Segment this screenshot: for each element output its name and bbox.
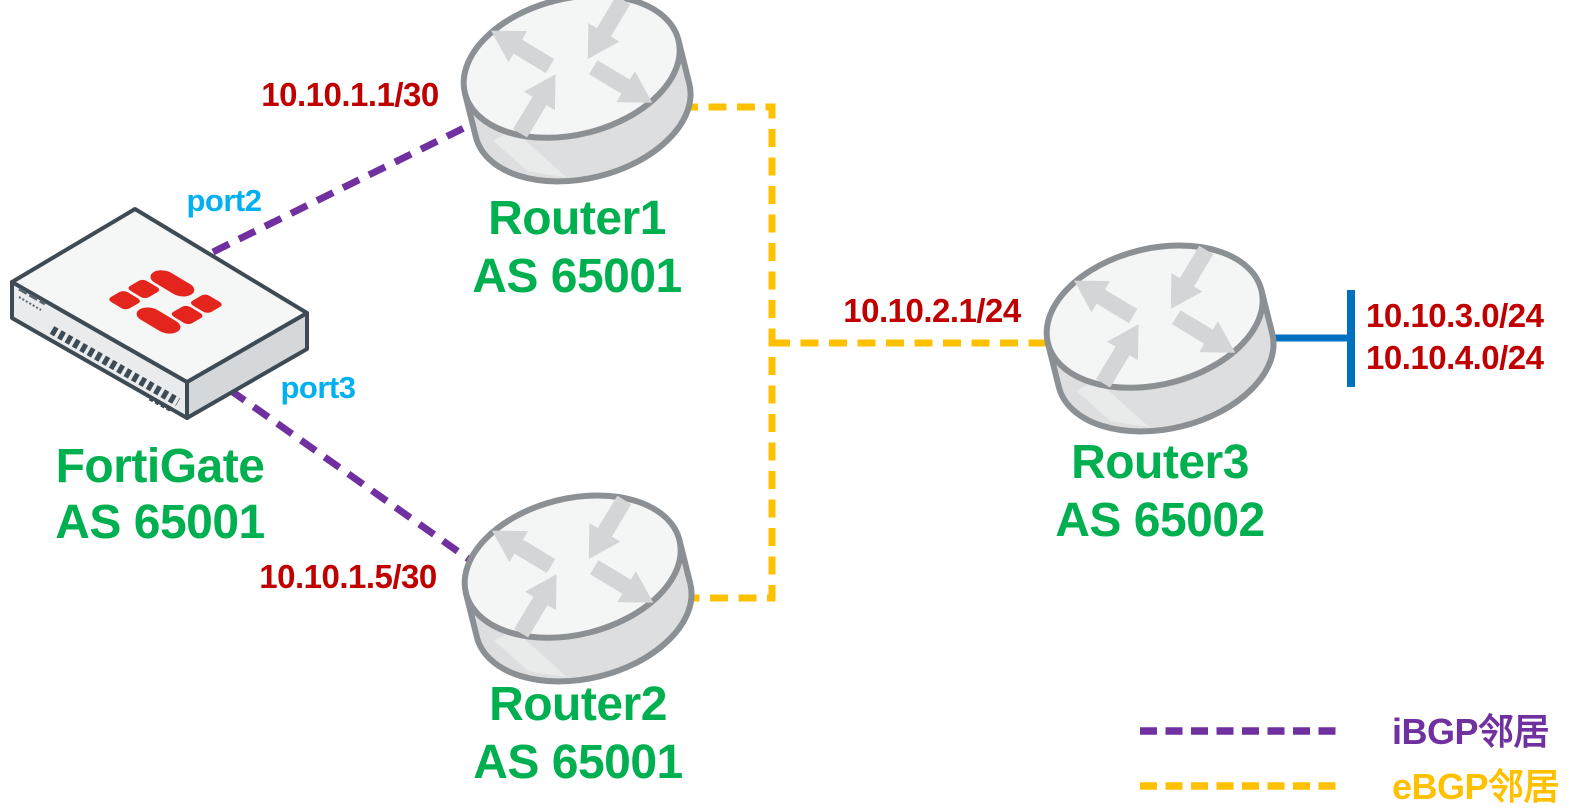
router3-lan2-label: 10.10.4.0/24 bbox=[1366, 339, 1544, 376]
router3-lan1-label: 10.10.3.0/24 bbox=[1366, 297, 1544, 334]
fortigate-as-label: AS 65001 bbox=[55, 496, 265, 549]
ebgp-link-bus bbox=[680, 103, 776, 602]
router1-as-label: AS 65001 bbox=[472, 250, 682, 303]
fortigate-device-icon bbox=[10, 207, 309, 420]
router3-as-label: AS 65002 bbox=[1055, 494, 1265, 547]
fortigate-name-label: FortiGate bbox=[55, 440, 265, 493]
router2-icon bbox=[449, 474, 706, 703]
router3-name-label: Router3 bbox=[1071, 436, 1249, 489]
port3-label: port3 bbox=[280, 370, 357, 405]
fortigate-brand-print bbox=[18, 287, 46, 311]
router1-icon bbox=[448, 0, 705, 203]
ibgp-link-fortigate-router2 bbox=[227, 387, 473, 563]
port2-label: port2 bbox=[186, 183, 263, 218]
router2-as-label: AS 65001 bbox=[473, 736, 683, 789]
router2-ip-label: 10.10.1.5/30 bbox=[259, 558, 437, 595]
fortinet-logo-icon bbox=[109, 270, 222, 334]
router3-icon bbox=[1031, 224, 1288, 453]
router1-name-label: Router1 bbox=[488, 192, 666, 245]
router1-ip-label: 10.10.1.1/30 bbox=[261, 76, 439, 113]
router3-ip-label: 10.10.2.1/24 bbox=[843, 292, 1021, 329]
ibgp-link-fortigate-router1 bbox=[211, 121, 472, 256]
fortigate-ports-icon bbox=[49, 326, 181, 413]
legend-ibgp-label: iBGP邻居 bbox=[1392, 711, 1550, 752]
router2-name-label: Router2 bbox=[489, 678, 667, 731]
legend-ebgp-label: eBGP邻居 bbox=[1392, 766, 1560, 807]
